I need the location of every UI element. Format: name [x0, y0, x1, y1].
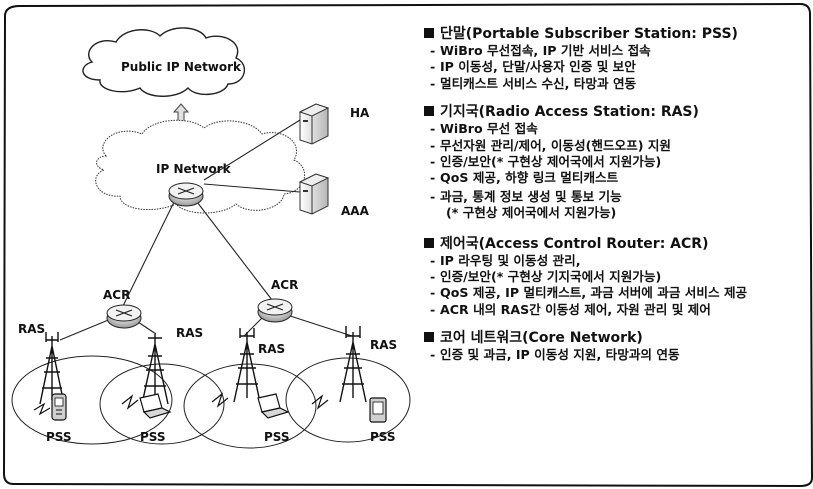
acr-router-right-icon [257, 298, 293, 323]
ras-tower-icon [339, 326, 367, 403]
square-bullet-icon [424, 28, 434, 38]
pda-icon [369, 397, 387, 423]
pss-section: 단말(Portable Subscriber Station: PSS) -Wi… [424, 26, 808, 92]
aaa-label: AAA [341, 204, 369, 218]
ha-server-icon [298, 103, 330, 145]
acr-left-label: ACR [103, 288, 131, 302]
square-bullet-icon [424, 332, 434, 343]
ras-tower-icon [39, 332, 65, 405]
ras-label: RAS [370, 338, 398, 352]
laptop-icon [257, 393, 290, 419]
list-item: -멀티캐스트 서비스 수신, 타망과 연동 [430, 75, 637, 91]
list-item: -WiBro 무선접속, IP 기반 서비스 접속 [430, 43, 651, 58]
aaa-server-icon [298, 173, 330, 215]
network-diagram [11, 27, 411, 449]
list-item-note: (* 구현상 제어국에서 지원가능) [446, 205, 617, 221]
core-network-section: 코어 네트워크(Core Network) -인증 및 과금, IP 이동성 지… [424, 330, 808, 363]
ip-network-label: IP Network [156, 162, 231, 176]
laptop-icon [139, 393, 172, 419]
pss-label: PSS [46, 430, 72, 444]
list-item: -WiBro 무선 접속 [430, 121, 538, 137]
cell-coverage [11, 355, 411, 449]
list-item: -과금, 통계 정보 생성 및 통보 기능 [430, 188, 622, 204]
list-item: -인증 및 과금, IP 이동성 지원, 타망과의 연동 [430, 347, 680, 363]
pss-label: PSS [264, 430, 290, 444]
ras-tower-icon [233, 328, 261, 403]
ras-label: RAS [176, 326, 204, 340]
phone-icon [51, 393, 67, 421]
square-bullet-icon [424, 237, 434, 248]
ha-label: HA [350, 106, 370, 120]
pss-label: PSS [370, 430, 396, 444]
section-title: 코어 네트워크(Core Network) [424, 330, 808, 347]
list-item: -IP 라우팅 및 이동성 관리, [430, 252, 581, 268]
acr-router-left-icon [106, 304, 142, 329]
list-item: -인증/보안(* 구현상 기지국에서 지원가능) [430, 269, 662, 285]
ras-label: RAS [18, 322, 46, 336]
acr-right-label: ACR [271, 278, 299, 292]
list-item: -ACR 내의 RAS간 이동성 제어, 자원 관리 및 제어 [430, 301, 711, 317]
list-item: -QoS 제공, 하향 링크 멀티캐스트 [430, 170, 619, 186]
list-item: -인증/보안(* 구현상 제어국에서 지원가능) [430, 154, 662, 170]
ras-section: 기지국(Radio Access Station: RAS) -WiBro 무선… [424, 104, 808, 221]
public-ip-network-label: Public IP Network [121, 60, 242, 74]
public-ip-network-cloud [82, 27, 246, 97]
section-title: 제어국(Access Control Router: ACR) [424, 236, 808, 253]
ip-network-cloud [95, 119, 305, 214]
core-router-icon [168, 182, 204, 207]
ras-label: RAS [258, 342, 286, 356]
ras-tower-icon [141, 334, 169, 405]
list-item: -무선자원 관리/제어, 이동성(핸드오프) 지원 [430, 137, 672, 153]
acr-section: 제어국(Access Control Router: ACR) -IP 라우팅 … [424, 236, 808, 319]
section-title: 단말(Portable Subscriber Station: PSS) [424, 26, 808, 43]
square-bullet-icon [424, 106, 434, 117]
section-title: 기지국(Radio Access Station: RAS) [424, 104, 808, 121]
pss-label: PSS [140, 430, 166, 444]
list-item: -QoS 제공, IP 멀티캐스트, 과금 서버에 과금 서비스 제공 [430, 285, 748, 301]
component-descriptions: 단말(Portable Subscriber Station: PSS) -Wi… [424, 26, 808, 376]
wireless-link-icon [33, 392, 329, 416]
list-item: -IP 이동성, 단말/사용자 인증 및 보안 [430, 59, 636, 75]
